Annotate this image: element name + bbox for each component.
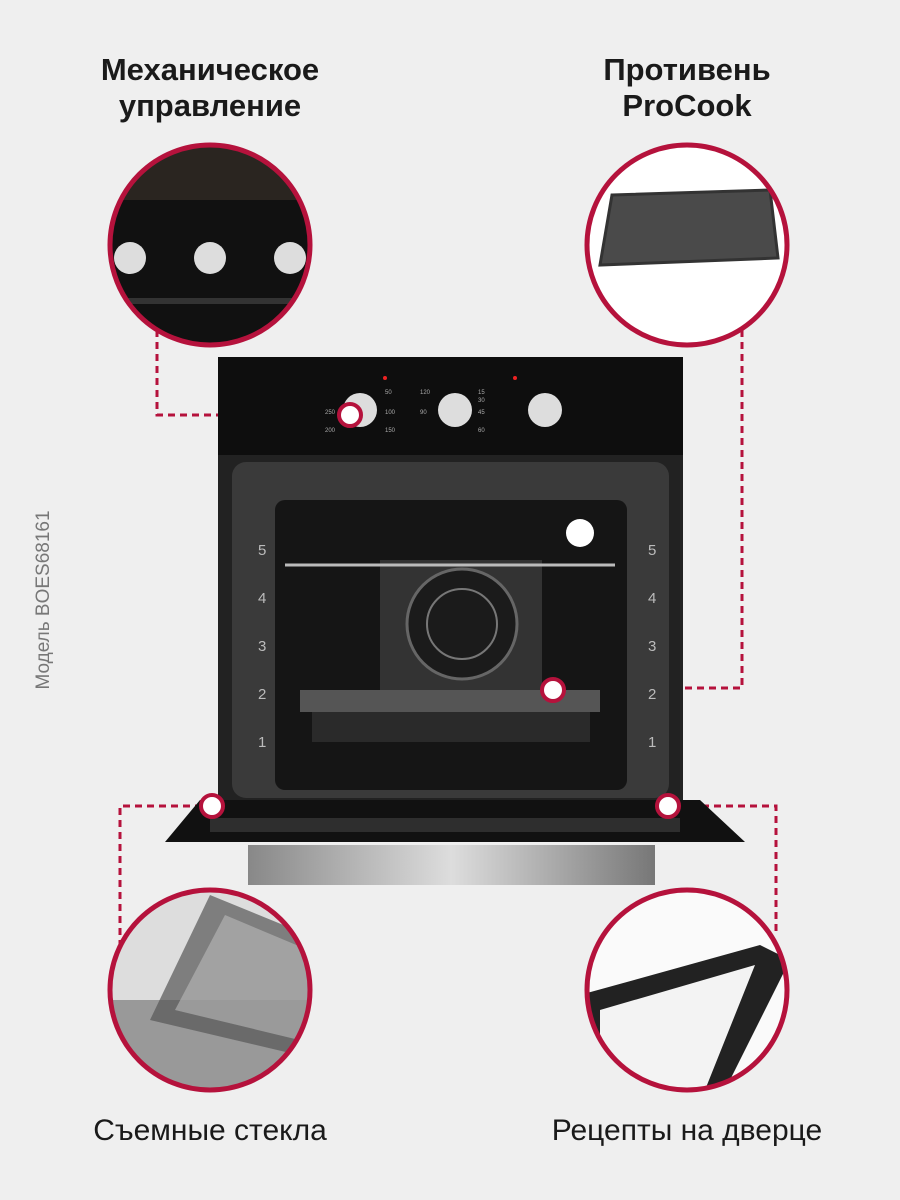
timer-mark: 90 xyxy=(420,410,427,416)
door-recipes-closeup xyxy=(587,890,787,1090)
shelf-level-number: 2 xyxy=(258,686,266,703)
feature-title-mechanical-control: Механическое управление xyxy=(30,52,390,124)
feature-title-procook-tray: Противень ProCook xyxy=(507,52,867,124)
timer-knob xyxy=(438,393,472,427)
control-panel-closeup xyxy=(110,145,310,345)
temperature-mark: 50 xyxy=(385,390,392,396)
timer-mark: 45 xyxy=(478,410,485,416)
temperature-mark: 200 xyxy=(325,428,336,434)
tray-closeup xyxy=(587,145,787,345)
shelf-level-number: 1 xyxy=(648,734,656,751)
title-line: Механическое xyxy=(100,52,320,87)
oven: 50 100 150 200 250 15 30 45 60 90 120 5 5 4 4 3 3 2 2 1 1 xyxy=(165,357,745,885)
baking-tray xyxy=(300,690,600,712)
shelf-level-number: 5 xyxy=(258,542,266,559)
detail-circle-borders xyxy=(107,142,790,1093)
feature-title-door-recipes: Рецепты на дверце xyxy=(551,1114,823,1147)
feature-title-removable-glass: Съемные стекла xyxy=(93,1114,327,1147)
shelf-level-number: 4 xyxy=(258,590,266,607)
shelf-level-number: 3 xyxy=(258,638,266,655)
title-line: ProCook xyxy=(622,88,752,123)
temperature-mark: 250 xyxy=(325,410,336,416)
door-handle xyxy=(248,845,655,885)
shelf-level-number: 4 xyxy=(648,590,656,607)
shelf-level-number: 1 xyxy=(258,734,266,751)
mode-knob xyxy=(528,393,562,427)
glass-closeup xyxy=(110,890,310,1090)
shelf-level-number: 3 xyxy=(648,638,656,655)
temperature-mark: 100 xyxy=(385,410,396,416)
shelf-level-number: 2 xyxy=(648,686,656,703)
timer-mark: 60 xyxy=(478,428,485,434)
title-line: управление xyxy=(118,88,302,123)
oven-lamp xyxy=(566,519,594,547)
model-label: Модель BOES68161 xyxy=(33,510,54,690)
temperature-mark: 150 xyxy=(385,428,396,434)
markers xyxy=(199,402,681,819)
timer-mark: 120 xyxy=(420,390,431,396)
timer-mark: 30 xyxy=(478,398,485,404)
timer-mark: 15 xyxy=(478,390,485,396)
title-line: Противень xyxy=(603,52,771,87)
fan-icon xyxy=(405,567,519,681)
shelf-level-number: 5 xyxy=(648,542,656,559)
